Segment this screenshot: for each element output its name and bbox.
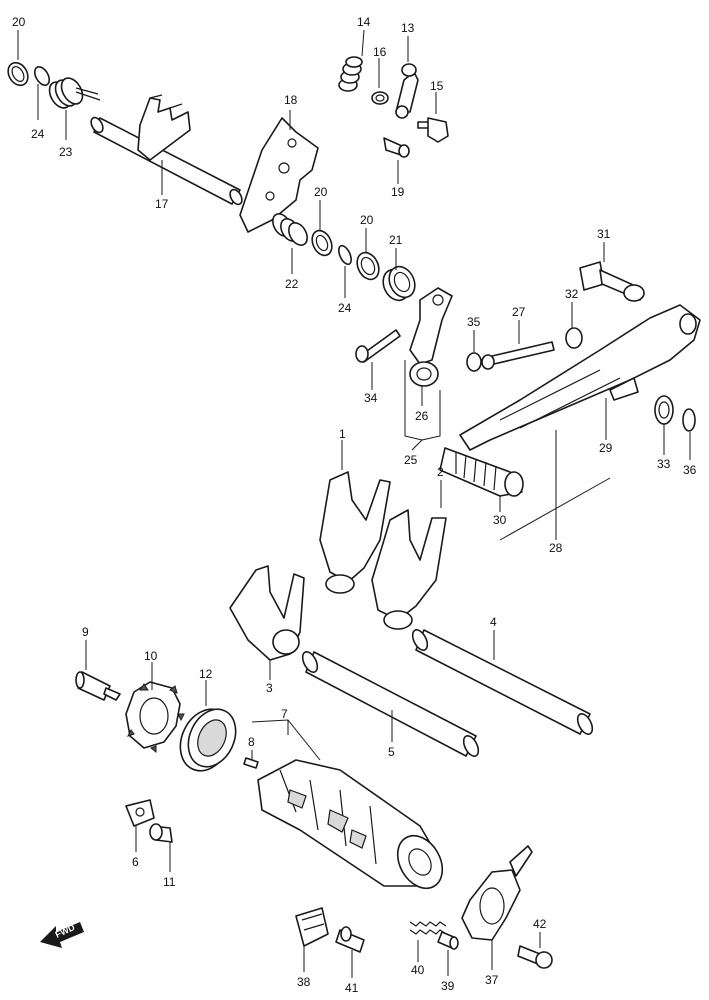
washer-20-middle bbox=[311, 229, 333, 257]
circlip-24-top-left bbox=[33, 66, 51, 86]
bolt-34 bbox=[355, 329, 401, 363]
tie-rod-27 bbox=[481, 341, 555, 370]
label-part-39: 39 bbox=[441, 979, 455, 993]
label-part-20a: 20 bbox=[12, 15, 26, 29]
shift-shaft-17 bbox=[90, 94, 243, 206]
label-part-5: 5 bbox=[388, 745, 395, 759]
label-part-36: 36 bbox=[683, 463, 697, 477]
spring-23 bbox=[48, 77, 101, 109]
part-labels: 20 24 23 17 14 16 13 15 19 18 20 20 21 2… bbox=[12, 15, 697, 995]
gearshift-cam-driver-18 bbox=[239, 117, 319, 233]
label-part-19: 19 bbox=[391, 185, 405, 199]
pin-9 bbox=[75, 671, 121, 701]
label-part-33: 33 bbox=[657, 457, 671, 471]
label-part-4: 4 bbox=[490, 615, 497, 629]
label-part-14: 14 bbox=[357, 15, 371, 29]
spring-40 bbox=[409, 921, 447, 935]
nut-35 bbox=[466, 352, 482, 372]
footpeg-rubber-30 bbox=[439, 447, 524, 497]
label-part-24a: 24 bbox=[31, 127, 45, 141]
circlip-24-middle bbox=[338, 244, 352, 266]
pin-19 bbox=[383, 137, 410, 158]
label-part-15: 15 bbox=[430, 79, 444, 93]
label-part-23: 23 bbox=[59, 145, 73, 159]
label-part-41: 41 bbox=[345, 981, 359, 995]
stopper-arm-13 bbox=[395, 63, 419, 119]
fork-shaft-5 bbox=[301, 651, 480, 757]
circlip-36 bbox=[682, 408, 696, 432]
label-part-24b: 24 bbox=[338, 301, 352, 315]
label-part-29: 29 bbox=[599, 441, 613, 455]
label-part-20b: 20 bbox=[314, 185, 328, 199]
label-part-28: 28 bbox=[549, 541, 563, 555]
spring-14 bbox=[338, 56, 363, 92]
label-part-26: 26 bbox=[415, 409, 429, 423]
pin-39 bbox=[437, 931, 459, 950]
label-part-27: 27 bbox=[512, 305, 526, 319]
label-part-2: 2 bbox=[437, 465, 444, 479]
label-part-12: 12 bbox=[199, 667, 213, 681]
bearing-21 bbox=[382, 265, 416, 302]
label-part-40: 40 bbox=[411, 963, 425, 977]
washer-16 bbox=[371, 91, 389, 105]
label-part-31: 31 bbox=[597, 227, 611, 241]
shift-fork-2 bbox=[371, 509, 447, 630]
label-part-10: 10 bbox=[144, 649, 158, 663]
gearshift-cam-7 bbox=[257, 759, 444, 890]
label-part-11: 11 bbox=[163, 875, 176, 889]
label-part-21: 21 bbox=[389, 233, 403, 247]
label-part-9: 9 bbox=[82, 625, 89, 639]
label-part-13: 13 bbox=[401, 21, 415, 35]
gearshift-lever-28 bbox=[459, 304, 701, 451]
label-part-30: 30 bbox=[493, 513, 507, 527]
label-part-16: 16 bbox=[373, 45, 387, 59]
bolt-42 bbox=[517, 945, 553, 969]
leader-lines bbox=[17, 29, 691, 978]
spring-22 bbox=[272, 213, 308, 246]
cam-plate-10 bbox=[125, 681, 185, 754]
label-part-34: 34 bbox=[364, 391, 378, 405]
label-part-37: 37 bbox=[485, 973, 499, 987]
cam-stopper-37 bbox=[461, 845, 533, 941]
label-part-38: 38 bbox=[297, 975, 311, 989]
label-part-32: 32 bbox=[565, 287, 579, 301]
bolt-41 bbox=[335, 926, 365, 953]
washer-20-top-left bbox=[7, 61, 29, 87]
washer-33 bbox=[654, 395, 674, 425]
shift-fork-3 bbox=[229, 565, 305, 661]
fork-shaft-4 bbox=[411, 629, 594, 735]
stopper-plate-38 bbox=[295, 907, 329, 947]
bolt-31 bbox=[579, 261, 645, 302]
washer-20-right bbox=[356, 251, 380, 281]
label-part-20c: 20 bbox=[360, 213, 374, 227]
front-direction-arrow-icon: FWD bbox=[40, 922, 84, 948]
label-part-18: 18 bbox=[284, 93, 298, 107]
label-part-17: 17 bbox=[155, 197, 169, 211]
label-part-6: 6 bbox=[132, 855, 139, 869]
label-part-42: 42 bbox=[533, 917, 547, 931]
bolt-15 bbox=[417, 117, 449, 143]
label-part-1: 1 bbox=[339, 427, 346, 441]
bearing-12 bbox=[179, 708, 237, 772]
label-part-7: 7 bbox=[281, 707, 288, 721]
label-part-3: 3 bbox=[266, 681, 273, 695]
shift-link-26 bbox=[409, 287, 453, 387]
pin-8 bbox=[243, 757, 259, 769]
label-part-22: 22 bbox=[285, 277, 299, 291]
label-part-8: 8 bbox=[248, 735, 255, 749]
label-part-25: 25 bbox=[404, 453, 418, 467]
label-part-35: 35 bbox=[467, 315, 481, 329]
shift-fork-1 bbox=[319, 471, 391, 594]
screw-11 bbox=[149, 823, 173, 843]
plate-6 bbox=[125, 799, 155, 827]
nut-32 bbox=[565, 327, 583, 349]
